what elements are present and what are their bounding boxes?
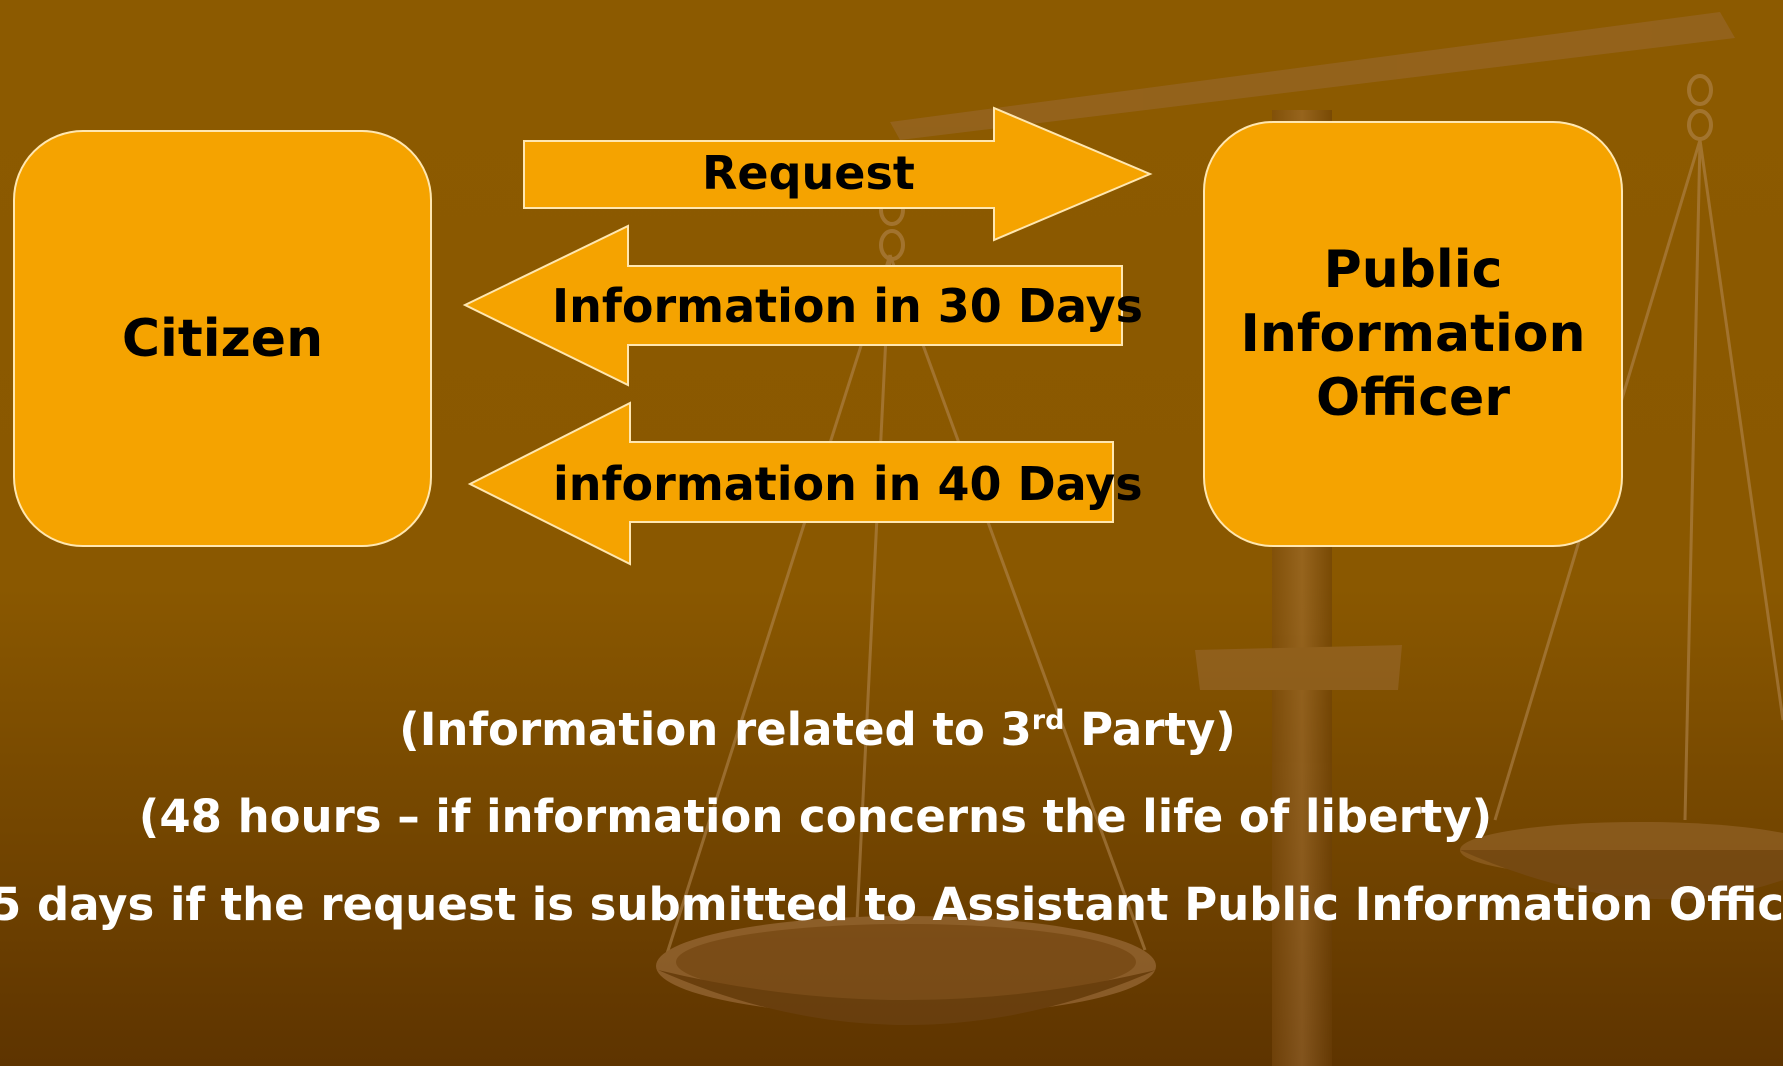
third-party-suffix: Party) (1064, 703, 1236, 756)
pio-label-line-3: Officer (1316, 368, 1510, 428)
pio-box: Public Information Officer (1203, 121, 1623, 547)
third-party-sup: rd (1031, 705, 1065, 736)
request-label: Request (702, 146, 915, 200)
info-30-label: Information in 30 Days (552, 279, 1143, 333)
citizen-label: Citizen (121, 308, 324, 369)
apio-note: 5 days if the request is submitted to As… (0, 878, 1783, 931)
pio-label-line-1: Public (1323, 240, 1503, 300)
third-party-note: (Information related to 3rd Party) (0, 703, 1709, 756)
info-40-label: information in 40 Days (553, 457, 1143, 511)
info-30-arrow (462, 224, 1123, 387)
citizen-box: Citizen (13, 130, 432, 547)
third-party-prefix: (Information related to 3 (399, 703, 1032, 756)
liberty-note: (48 hours – if information concerns the … (138, 790, 1493, 843)
request-arrow (523, 106, 1153, 242)
info-40-arrow (467, 401, 1114, 566)
pio-label-line-2: Information (1240, 304, 1586, 364)
